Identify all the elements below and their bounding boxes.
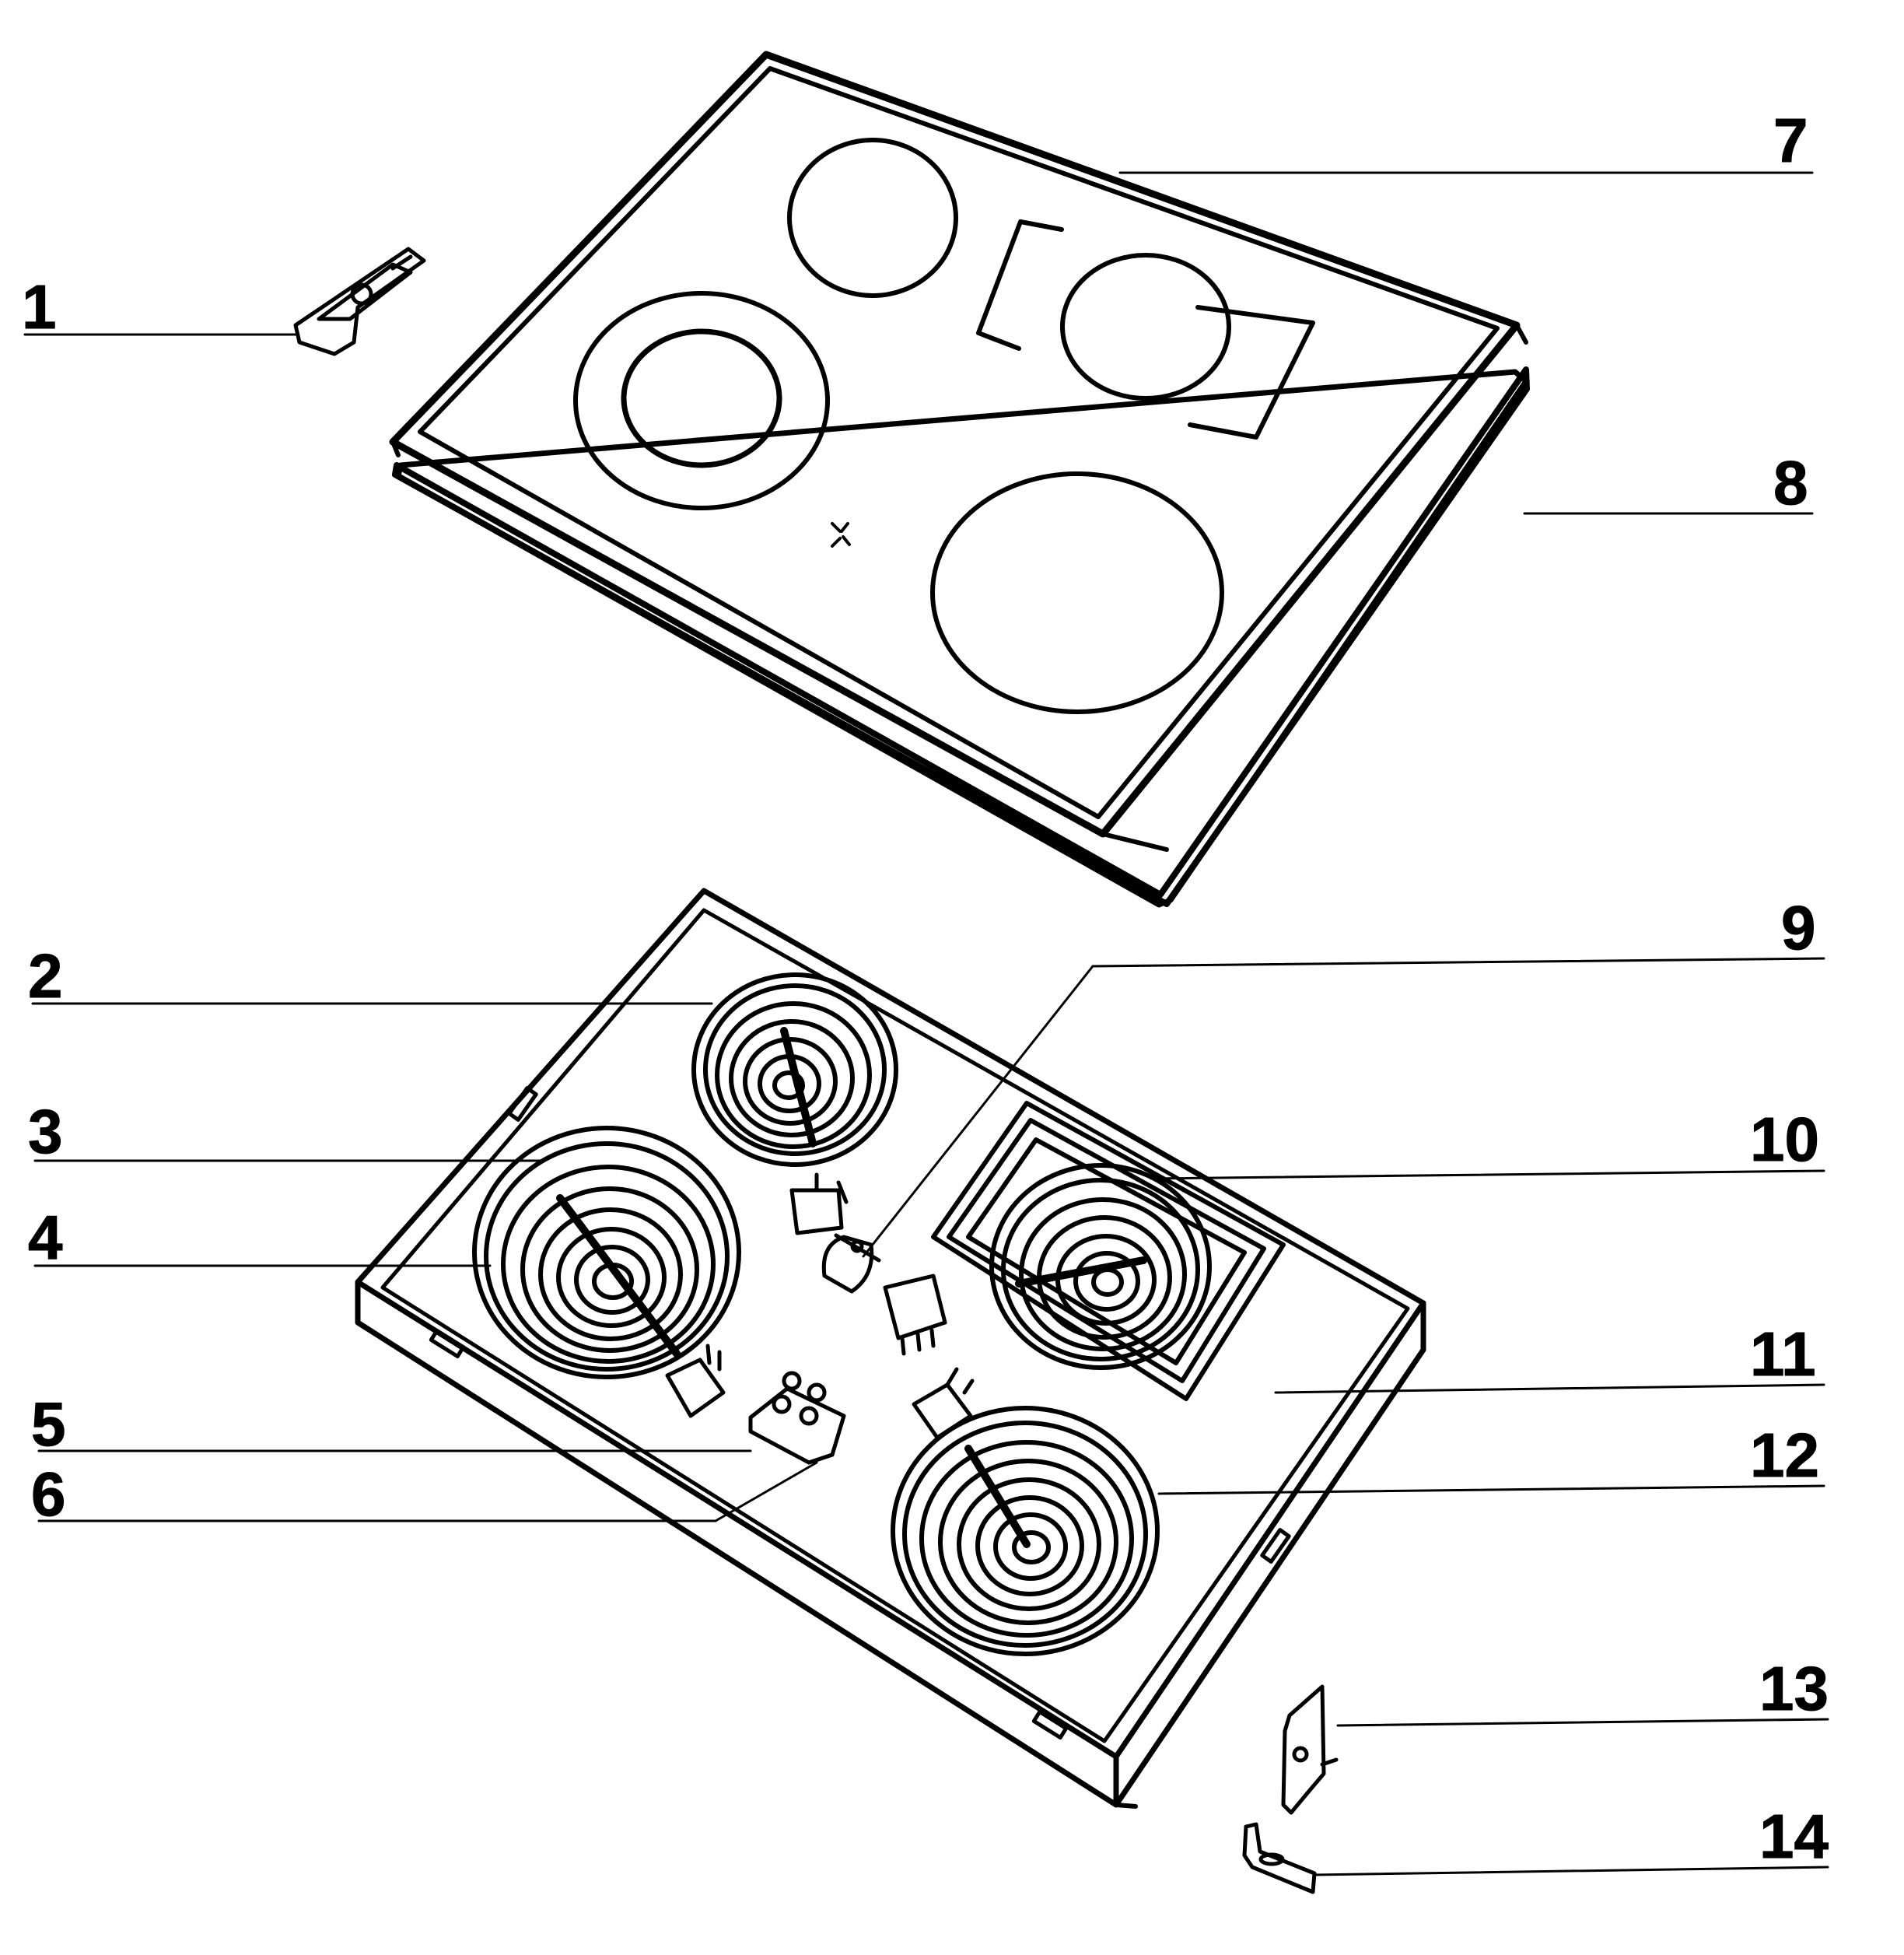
label-7: 7 bbox=[1773, 106, 1808, 175]
base-tray bbox=[355, 888, 1426, 1809]
label-6: 6 bbox=[31, 1459, 66, 1529]
label-10: 10 bbox=[1750, 1105, 1819, 1174]
terminal-block-back-right bbox=[883, 1274, 947, 1356]
label-5: 5 bbox=[31, 1389, 66, 1459]
label-1: 1 bbox=[22, 272, 57, 342]
cooktop-frame-seal bbox=[392, 366, 1530, 907]
center-mark bbox=[831, 522, 851, 548]
cooktop-frame-outer bbox=[395, 369, 1529, 908]
tray-slot bbox=[1031, 1709, 1069, 1740]
glass-zone-front-right bbox=[930, 471, 1224, 714]
label-3: 3 bbox=[28, 1097, 63, 1166]
label-4: 4 bbox=[28, 1203, 63, 1272]
heating-element-front-left bbox=[472, 1126, 741, 1379]
glass-zone-back-right bbox=[1060, 253, 1231, 401]
glass-top-outer-edge bbox=[389, 51, 1521, 838]
label-14: 14 bbox=[1759, 1802, 1829, 1871]
tray-slot bbox=[429, 1328, 466, 1359]
label-11: 11 bbox=[1750, 1319, 1816, 1389]
glass-top-bevel bbox=[418, 66, 1500, 819]
label-12: 12 bbox=[1750, 1421, 1819, 1490]
callout-labels: 1 2 3 4 5 6 7 8 9 10 11 12 13 14 bbox=[22, 106, 1829, 1872]
part-13-bracket bbox=[1281, 1684, 1339, 1815]
tray-front-wall bbox=[355, 1279, 1119, 1808]
glass-zone-back-left bbox=[787, 138, 958, 298]
glass-zone-bracket-right bbox=[1188, 305, 1315, 440]
leader-lines bbox=[23, 171, 1829, 1876]
part-1-clip bbox=[293, 247, 426, 356]
part-14-bracket bbox=[1242, 1822, 1317, 1894]
label-8: 8 bbox=[1773, 448, 1808, 517]
terminal-block-back-left bbox=[789, 1172, 849, 1235]
terminal-block-front-right bbox=[912, 1367, 975, 1440]
part-5-6-connector bbox=[748, 1371, 846, 1465]
glass-cooktop-panel bbox=[389, 51, 1530, 908]
glass-zone-front-left-inner bbox=[621, 328, 782, 468]
heating-element-back-left bbox=[691, 972, 898, 1167]
tray-slot bbox=[507, 1086, 538, 1122]
tray-right-wall bbox=[1113, 1300, 1426, 1808]
label-13: 13 bbox=[1759, 1654, 1829, 1723]
label-9: 9 bbox=[1781, 893, 1816, 962]
glass-zone-bracket-left bbox=[976, 219, 1064, 351]
tray-top-rim bbox=[355, 888, 1426, 1760]
label-2: 2 bbox=[28, 941, 63, 1011]
heating-element-front-right bbox=[891, 1406, 1160, 1656]
glass-zone-front-left-outer bbox=[573, 291, 830, 510]
heating-element-back-right bbox=[931, 1101, 1286, 1401]
terminal-block-front-left bbox=[665, 1344, 726, 1418]
part-9-sensor bbox=[821, 1233, 881, 1294]
tray-slot bbox=[1260, 1528, 1291, 1564]
